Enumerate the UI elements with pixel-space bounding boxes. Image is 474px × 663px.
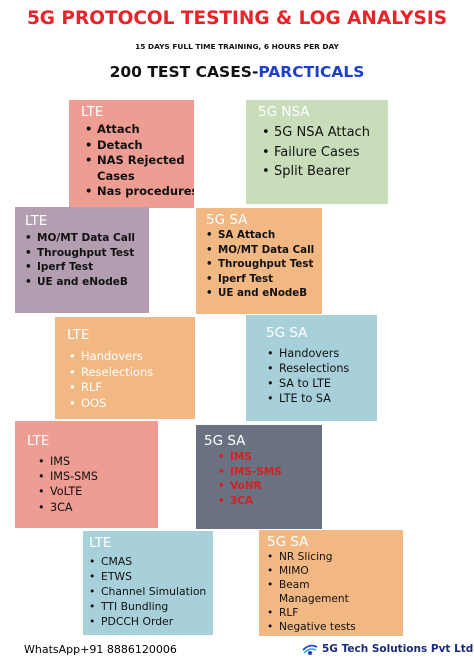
card-5g-nsa: 5G NSA 5G NSA Attach Failure Cases Split… xyxy=(246,100,388,204)
card-title: LTE xyxy=(25,213,48,229)
list-item: UE and eNodeB xyxy=(206,286,322,301)
list-item-continuation: Cases xyxy=(97,168,135,183)
list-item-continuation: Management xyxy=(279,593,349,605)
list-item: PDCCH Order xyxy=(89,614,213,629)
page-subtitle: 15 DAYS FULL TIME TRAINING, 6 HOURS PER … xyxy=(135,42,339,51)
list-item: Beam xyxy=(267,578,403,592)
list-item: OOS xyxy=(69,396,195,412)
card-5g-sa-ims: 5G SA IMS IMS-SMS VoNR 3CA xyxy=(196,425,322,529)
card-title: 5G SA xyxy=(204,433,246,449)
card-lte-ims: LTE IMS IMS-SMS VoLTE 3CA xyxy=(15,421,158,528)
list-item: LTE to SA xyxy=(267,391,377,406)
whatsapp-contact: WhatsApp+91 8886120006 xyxy=(24,643,177,656)
card-lte-misc: LTE CMAS ETWS Channel Simulation TTI Bun… xyxy=(83,531,213,635)
card-5g-sa-misc: 5G SA NR Slicing MIMO Beam Management RL… xyxy=(259,530,403,636)
list-item: RLF xyxy=(267,606,403,620)
list-item: Handovers xyxy=(267,346,377,361)
card-title: LTE xyxy=(89,535,112,551)
list-item: MO/MT Data Call xyxy=(206,243,322,258)
list-item: Detach xyxy=(85,138,194,154)
company-branding: 5G Tech Solutions Pvt Ltd xyxy=(302,641,473,657)
heading-accent: PARCTICALS xyxy=(258,63,365,81)
card-title: 5G NSA xyxy=(258,104,310,120)
list-item: IMS-SMS xyxy=(218,465,322,480)
card-lte-mobility: LTE Handovers Reselections RLF OOS xyxy=(55,317,195,419)
list-item: MIMO xyxy=(267,564,403,578)
list-item: 3CA xyxy=(38,500,158,515)
list-item: VoLTE xyxy=(38,484,158,499)
card-lte-data: LTE MO/MT Data Call Throughput Test Iper… xyxy=(15,207,149,313)
list-item: 3CA xyxy=(218,494,322,509)
card-title: 5G SA xyxy=(266,325,308,341)
list-item: SA to LTE xyxy=(267,376,377,391)
page-title: 5G PROTOCOL TESTING & LOG ANALYSIS xyxy=(26,8,448,29)
card-lte-attach: LTE Attach Detach NAS Rejected Cases Nas… xyxy=(69,100,194,208)
list-item: Iperf Test xyxy=(206,272,322,287)
list-item: Attach xyxy=(85,122,194,138)
list-item: IMS xyxy=(218,450,322,465)
list-item: Nas procedures xyxy=(85,184,194,200)
list-item: VoNR xyxy=(218,479,322,494)
list-item: Negative tests xyxy=(267,620,403,634)
list-item: Reselections xyxy=(69,365,195,381)
card-title: 5G SA xyxy=(267,534,309,550)
company-name: 5G Tech Solutions Pvt Ltd xyxy=(322,643,474,655)
section-heading: 200 TEST CASES-PARCTICALS xyxy=(0,63,474,81)
card-title: 5G SA xyxy=(206,212,248,228)
list-item: NAS Rejected xyxy=(85,153,194,169)
list-item: Handovers xyxy=(69,349,195,365)
list-item: TTI Bundling xyxy=(89,599,213,614)
list-item: IMS xyxy=(38,454,158,469)
list-item: UE and eNodeB xyxy=(25,275,149,290)
card-title: LTE xyxy=(81,104,104,120)
list-item: SA Attach xyxy=(206,228,322,243)
list-item: IMS-SMS xyxy=(38,469,158,484)
card-5g-sa-data: 5G SA SA Attach MO/MT Data Call Throughp… xyxy=(196,208,322,314)
list-item: Failure Cases xyxy=(262,143,388,163)
list-item: Throughput Test xyxy=(25,246,149,261)
list-item: Reselections xyxy=(267,361,377,376)
5g-logo-icon xyxy=(302,644,318,655)
list-item: ETWS xyxy=(89,569,213,584)
card-title: LTE xyxy=(27,433,50,449)
list-item: CMAS xyxy=(89,554,213,569)
list-item: 5G NSA Attach xyxy=(262,123,388,143)
card-title: LTE xyxy=(67,327,90,343)
card-5g-sa-mobility: 5G SA Handovers Reselections SA to LTE L… xyxy=(246,315,377,421)
list-item: Split Bearer xyxy=(262,162,388,182)
list-item: MO/MT Data Call xyxy=(25,231,149,246)
list-item: Throughput Test xyxy=(206,257,322,272)
heading-main: 200 TEST CASES- xyxy=(109,63,259,81)
list-item: NR Slicing xyxy=(267,550,403,564)
list-item: Iperf Test xyxy=(25,260,149,275)
list-item: Channel Simulation xyxy=(89,584,213,599)
list-item: RLF xyxy=(69,380,195,396)
